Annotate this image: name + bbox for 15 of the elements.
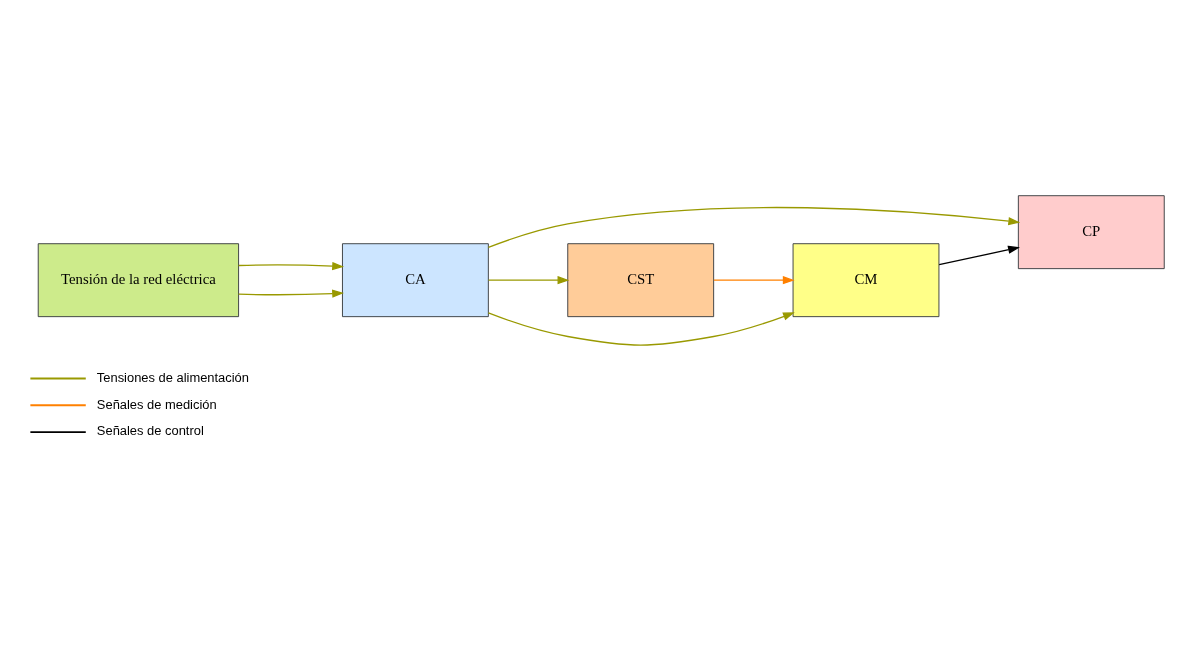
node-box: CST	[567, 242, 715, 317]
legend-label: Señales de medición	[96, 396, 217, 412]
arrow	[713, 275, 795, 284]
arrow	[938, 245, 1020, 265]
node-box: CA	[342, 242, 489, 317]
node-box: CM	[792, 242, 940, 317]
arrow	[487, 275, 570, 284]
arrow	[238, 261, 344, 270]
arrow	[487, 311, 795, 346]
legend-label: Tensiones de alimentación	[96, 369, 249, 385]
legend-label: Señales de control	[96, 422, 204, 438]
arrow	[238, 289, 344, 298]
node-box: Tensión de la red eléctrica	[37, 242, 240, 317]
arrow	[487, 206, 1021, 248]
node-box: CP	[1017, 194, 1165, 269]
